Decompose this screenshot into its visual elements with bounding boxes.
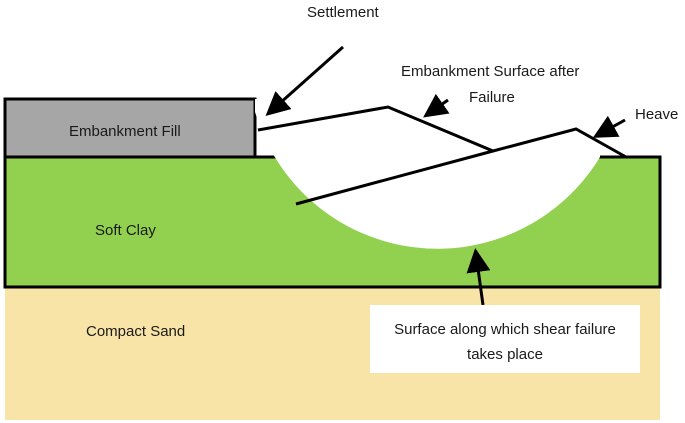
settlement-arrow xyxy=(265,45,344,116)
shear-surface-callout-box xyxy=(370,305,640,373)
soft-clay-label: Soft Clay xyxy=(95,222,156,239)
compact-sand-label: Compact Sand xyxy=(86,323,185,340)
settlement-label: Settlement xyxy=(307,4,380,21)
shear-surface-arrow xyxy=(466,248,491,306)
embankment-fill-layer xyxy=(3,97,257,159)
embankment-surface-after-failure xyxy=(257,105,494,153)
embankment-surface-arrow xyxy=(423,93,450,118)
failure-zone xyxy=(255,99,600,249)
heave-label: Heave xyxy=(635,106,678,123)
shear-surface-label-line2: takes place xyxy=(467,346,543,363)
heave-arrow xyxy=(592,115,626,138)
heave-surface xyxy=(295,127,627,206)
embankment-surface-label-line2: Failure xyxy=(469,89,515,106)
embankment-fill-label: Embankment Fill xyxy=(69,123,181,140)
shear-surface-label-line1: Surface along which shear failure xyxy=(394,321,616,338)
embankment-surface-label-line1: Embankment Surface after xyxy=(401,63,579,80)
